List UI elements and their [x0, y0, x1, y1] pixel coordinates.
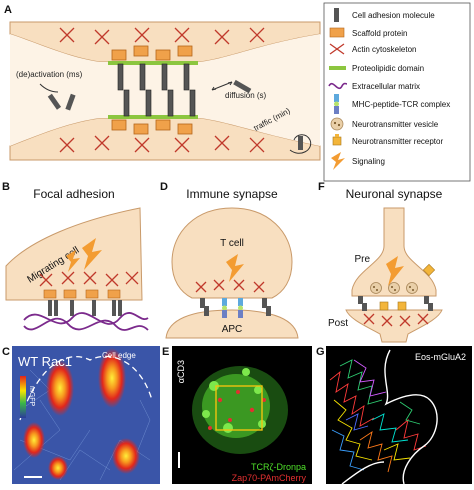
- actin-cytoskeleton: [39, 271, 139, 287]
- signaling-bolt: [386, 256, 404, 286]
- panel-d-title: Immune synapse: [186, 187, 278, 201]
- diffusion-arrow: [211, 81, 233, 91]
- legend-label: Proteolipidic domain: [352, 64, 424, 73]
- panel-letter-a: A: [4, 4, 12, 16]
- cell-edge-label: Cell edge: [102, 351, 136, 360]
- deactivation-label: (de)activation (ms): [16, 70, 83, 79]
- rac1-hotspot: [46, 360, 74, 416]
- glua2-micrograph-background: [326, 346, 472, 484]
- rac1-hotspot: [48, 456, 68, 480]
- cell-adhesion-molecules: [358, 296, 433, 311]
- trafficked-molecule: [298, 136, 303, 150]
- cell-edge-outline: [19, 355, 153, 421]
- rac1-title: WT Rac1: [18, 354, 72, 369]
- t-cell: [171, 207, 293, 299]
- colorbar-label: mGFP: [28, 386, 35, 407]
- pre-label: Pre: [354, 254, 370, 265]
- legend-label: Neurotransmitter receptor: [352, 137, 443, 146]
- neurotransmitter-receptor: [422, 263, 436, 277]
- extracellular-matrix-icon: [328, 82, 348, 90]
- scaffold-protein-icon: [329, 27, 345, 38]
- extracellular-matrix: [23, 312, 149, 331]
- tcr-signal-cluster: [192, 366, 288, 454]
- scale-bar: [178, 452, 180, 468]
- panel-letter-e: E: [162, 346, 169, 358]
- mhc-tcr-complexes: [222, 298, 243, 318]
- panel-d-immune-synapse: D Immune synapse T cell APC: [160, 181, 299, 339]
- inactive-adhesion-molecules: [47, 93, 76, 111]
- legend-label: Cell adhesion molecule: [352, 11, 435, 20]
- neurotransmitter-receptor-icon: [332, 134, 342, 146]
- postsynaptic-receptors: [379, 301, 407, 311]
- cell-adhesion-molecules: [200, 298, 271, 316]
- signaling-bolt: [226, 254, 244, 282]
- proteolipidic-domain-icon: [329, 66, 346, 70]
- proteolipidic-domain-top: [108, 61, 198, 65]
- rac1-hotspot: [98, 348, 126, 408]
- legend-label: Neurotransmitter vesicle: [352, 120, 439, 129]
- cell-adhesion-molecules: [117, 63, 196, 117]
- apc-label: APC: [222, 324, 243, 335]
- legend-labels: Cell adhesion molecule Scaffold protein …: [352, 11, 450, 166]
- scaffold-proteins: [111, 45, 193, 135]
- post-label: Post: [328, 318, 348, 329]
- signaling-bolt: [66, 250, 80, 272]
- panel-letter-b: B: [2, 181, 10, 193]
- scaffold-proteins: [43, 289, 121, 299]
- proteolipidic-domain-bottom: [108, 115, 198, 119]
- t-cell-label: T cell: [220, 238, 244, 249]
- traffic-loop-arrow: [289, 134, 312, 154]
- panel-letter-g: G: [316, 346, 325, 358]
- signaling-bolt-icon: [331, 152, 345, 170]
- scale-bar: [24, 476, 42, 478]
- panel-f-title: Neuronal synapse: [346, 187, 443, 201]
- neurotransmitter-vesicle-icon: [330, 117, 344, 131]
- legend-box: [323, 2, 471, 182]
- glua2-label: Eos-mGluA2: [415, 352, 466, 362]
- legend-label: Signaling: [352, 157, 385, 166]
- acd3-label: αCD3: [176, 360, 186, 383]
- actin-cytoskeleton: [195, 279, 265, 293]
- panel-f-neuronal-synapse: F Neuronal synapse Pre Post: [318, 181, 443, 343]
- panel-letter-f: F: [318, 181, 325, 193]
- neurotransmitter-vesicles: [370, 282, 418, 294]
- rac1-hotspot: [112, 438, 140, 474]
- cell-outline: [384, 349, 438, 485]
- actin-cytoskeleton-bottom: [59, 135, 265, 153]
- channel-1-label: TCRζ-Dronpa: [251, 462, 306, 472]
- roi-box: [215, 385, 263, 431]
- panel-c-rac1-image: C WT Rac1 Cell edge mGFP: [2, 346, 160, 484]
- integrins: [48, 300, 122, 316]
- panel-letter-c: C: [2, 346, 10, 358]
- diffusion-label: diffusion (s): [225, 91, 267, 100]
- panel-b-focal-adhesion: B Focal adhesion Migrating cell: [2, 181, 149, 331]
- actin-cytoskeleton-top: [59, 27, 265, 45]
- cell-adhesion-molecule-icon: [334, 8, 339, 22]
- panel-a-membrane-diagram: A (de)activation (ms): [4, 4, 321, 161]
- panel-g-glua2-image: G Eos-mGluA2: [316, 346, 472, 485]
- panel-e-tcr-image: E αCD3 TCRζ-Dronpa Zap70-PAmCherry: [162, 346, 312, 484]
- panel-b-title: Focal adhesion: [33, 187, 114, 201]
- rac1-hotspot: [23, 422, 45, 458]
- actin-cytoskeleton: [363, 313, 429, 327]
- mhc-tcr-complex-icon: [334, 94, 339, 114]
- legend-icons: [328, 8, 348, 170]
- legend-label: MHC-peptide-TCR complex: [352, 100, 450, 109]
- single-molecule-trajectories: [329, 359, 427, 473]
- legend: Cell adhesion molecule Scaffold protein …: [323, 2, 471, 182]
- cell-outline: [341, 461, 385, 485]
- legend-label: Extracellular matrix: [352, 82, 420, 91]
- intensity-colorbar: [20, 376, 26, 418]
- signaling-bolt: [82, 238, 102, 270]
- apc-cell: [165, 309, 299, 339]
- diffusing-molecule: [233, 79, 252, 94]
- panel-letter-d: D: [160, 181, 168, 193]
- legend-label: Scaffold protein: [352, 29, 407, 38]
- deactivation-arrow: [39, 83, 59, 93]
- channel-2-label: Zap70-PAmCherry: [232, 473, 307, 483]
- legend-label: Actin cytoskeleton: [352, 45, 416, 54]
- actin-cytoskeleton-icon: [329, 43, 345, 55]
- presynaptic-terminal: [351, 207, 437, 297]
